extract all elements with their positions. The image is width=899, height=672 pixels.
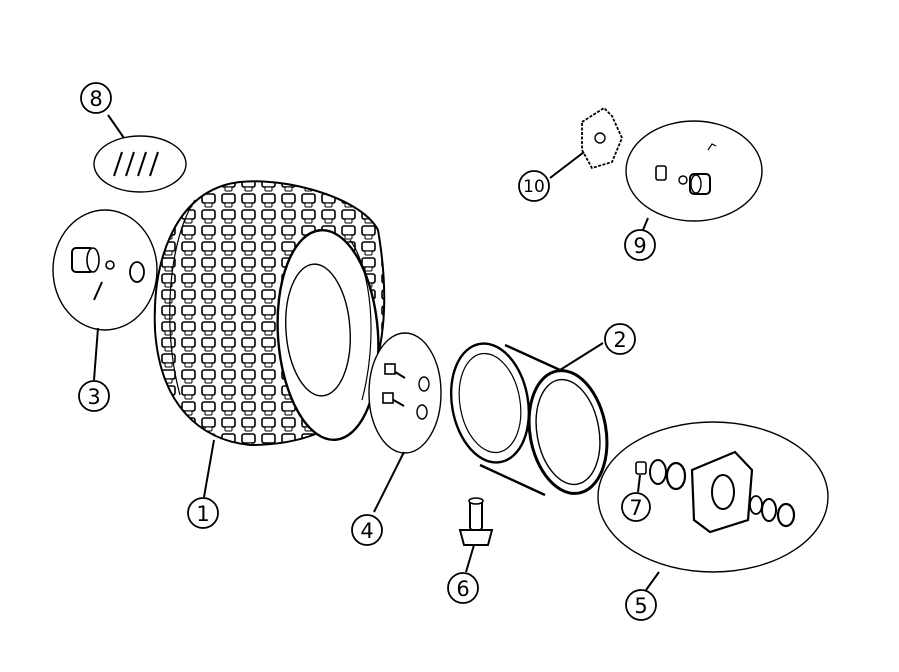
callout-1: 1: [187, 497, 219, 529]
callout-4: 4: [351, 514, 383, 546]
callout-7-label: 7: [629, 496, 642, 520]
callout-6: 6: [447, 572, 479, 604]
callout-7: 7: [621, 492, 651, 522]
callout-1-label: 1: [196, 502, 209, 526]
callout-3-label: 3: [87, 385, 100, 409]
callout-5: 5: [625, 589, 657, 621]
hub-parts-group: [52, 209, 158, 331]
callout-8: 8: [80, 82, 112, 114]
callout-2-label: 2: [613, 328, 626, 352]
callout-8-label: 8: [89, 87, 102, 111]
bearing-hub-group: [597, 421, 829, 573]
callout-9: 9: [624, 229, 656, 261]
callout-3: 3: [78, 380, 110, 412]
bolts-group: [93, 135, 187, 193]
callout-9-label: 9: [633, 234, 646, 258]
callout-4-label: 4: [360, 519, 373, 543]
callout-2: 2: [604, 323, 636, 355]
tire: [153, 180, 386, 447]
leader-lines: [93, 114, 660, 591]
wheel-bolts-group: [368, 332, 442, 454]
rim: [449, 342, 609, 497]
valve-stem: [458, 497, 494, 546]
callout-6-label: 6: [456, 577, 469, 601]
callout-10: 10: [518, 170, 550, 202]
callout-10-label: 10: [523, 177, 545, 197]
plate: [581, 106, 623, 170]
callout-5-label: 5: [634, 594, 647, 618]
axle-parts-group: [625, 120, 763, 222]
